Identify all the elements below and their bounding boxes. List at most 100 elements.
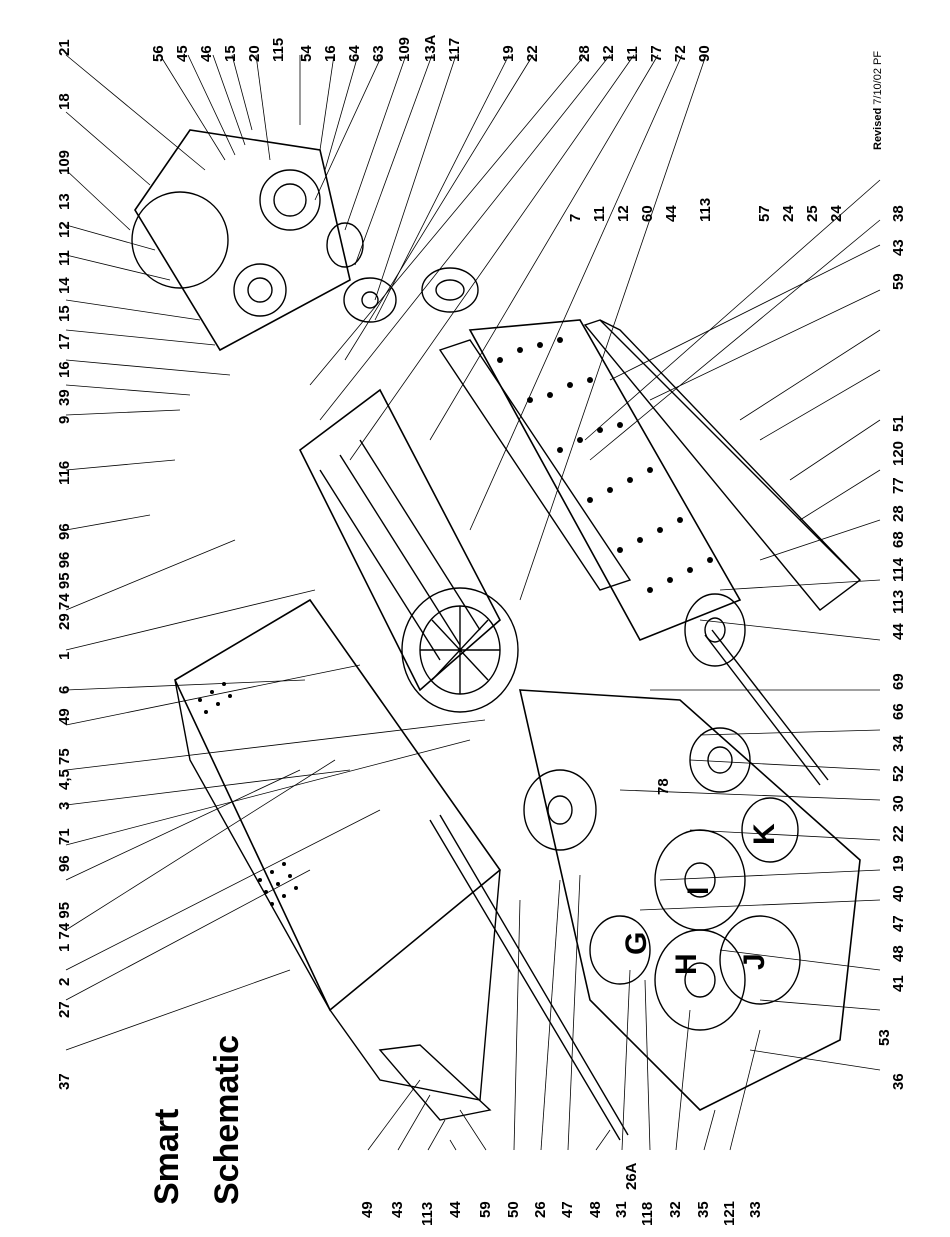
part-label: 46	[198, 45, 215, 62]
part-label: 4,5 75	[56, 748, 73, 790]
part-label: 74 95 96	[56, 551, 73, 610]
part-label: 41	[890, 975, 907, 992]
part-label: 2	[56, 977, 73, 986]
part-label: 15	[56, 305, 73, 322]
part-label: 1 74 95	[56, 901, 73, 952]
part-label: 25	[804, 205, 821, 222]
part-label: 77	[890, 477, 907, 494]
part-label: 44	[447, 1201, 464, 1218]
gear-label-g: G	[620, 931, 653, 955]
part-label: 48	[890, 945, 907, 962]
part-label: 45	[174, 45, 191, 62]
part-label: 6	[56, 685, 73, 694]
shafts	[429, 629, 829, 1141]
part-label: 24	[828, 205, 845, 222]
part-label: 113	[697, 197, 714, 222]
part-label: 109	[396, 36, 413, 62]
part-label: 120	[890, 440, 907, 466]
part-label: 11	[624, 46, 641, 62]
gear-label-i: I	[682, 886, 715, 895]
part-label: 26A	[623, 1162, 640, 1190]
part-label: 66	[890, 703, 907, 720]
part-label: 21	[56, 39, 73, 56]
pulleys	[326, 222, 479, 323]
part-label: 36	[890, 1073, 907, 1090]
part-label: 30	[890, 795, 907, 812]
part-label: 13A	[422, 34, 439, 62]
part-label: 49	[56, 708, 73, 725]
part-label: 13	[56, 193, 73, 210]
part-label: 60	[639, 205, 656, 222]
part-label: 7	[567, 213, 584, 222]
part-label: 59	[477, 1201, 494, 1218]
part-label: 47	[890, 915, 907, 932]
part-label: 43	[890, 239, 907, 256]
part-label: 114	[890, 557, 907, 582]
part-label: 57	[756, 205, 773, 222]
part-label: 43	[389, 1201, 406, 1218]
part-label: 12	[600, 45, 617, 62]
part-label: 31	[613, 1201, 630, 1218]
part-label: 11	[56, 250, 73, 266]
part-label: 39	[56, 389, 73, 406]
part-label: 78	[655, 778, 672, 795]
part-label: 77	[648, 45, 665, 62]
part-label: 38	[890, 205, 907, 222]
part-label: 44	[890, 623, 907, 640]
leader-lines-right	[584, 179, 881, 1071]
part-label: 118	[639, 1201, 656, 1226]
part-label: 44	[663, 205, 680, 222]
part-label: 69	[890, 673, 907, 690]
part-label: 51	[890, 415, 907, 432]
part-label: 116	[56, 460, 73, 485]
part-label: 28	[576, 45, 593, 62]
part-label: 32	[667, 1201, 684, 1218]
part-label: 17	[56, 333, 73, 350]
part-label: 48	[587, 1201, 604, 1218]
part-label: 16	[56, 361, 73, 378]
part-label: 22	[524, 45, 541, 62]
part-label: 33	[747, 1201, 764, 1218]
part-label: 63	[370, 45, 387, 62]
motor-housing-plate	[131, 129, 351, 352]
part-label: 40	[890, 885, 907, 902]
bottom-plate	[378, 1044, 492, 1121]
part-label: 18	[56, 93, 73, 110]
subtitle: Schematic	[208, 1034, 246, 1205]
part-label: 71	[56, 828, 73, 845]
part-label: 50	[505, 1201, 522, 1218]
part-label: 52	[890, 765, 907, 782]
motor-body	[298, 388, 519, 713]
leader-lines-bottom	[367, 874, 761, 1151]
part-label: 27	[56, 1001, 73, 1018]
part-label: 90	[696, 45, 713, 62]
part-label: 11	[591, 206, 608, 222]
part-label: 19	[890, 855, 907, 872]
part-label: 22	[890, 825, 907, 842]
part-label: 49	[359, 1201, 376, 1218]
part-label: 14	[56, 277, 73, 294]
part-label: 1	[56, 651, 73, 660]
part-label: 113	[419, 1201, 436, 1226]
part-label: 9	[56, 415, 73, 424]
part-label: 19	[500, 45, 517, 62]
part-label: 113	[890, 589, 907, 614]
part-label: 121	[721, 1200, 738, 1226]
part-label: 35	[695, 1201, 712, 1218]
part-label: 68	[890, 531, 907, 548]
revision-note: Revised 7/10/02 PF	[872, 51, 884, 150]
gear-label-h: H	[670, 953, 703, 975]
support-rail	[583, 319, 862, 611]
part-label: 96	[56, 523, 73, 540]
gearbox	[518, 689, 861, 1111]
part-label: 16	[322, 45, 339, 62]
leader-lines-top	[65, 54, 707, 1051]
title: Smart	[148, 1108, 186, 1205]
part-label: 34	[890, 735, 907, 752]
part-label: 72	[672, 45, 689, 62]
part-label: 53	[876, 1029, 893, 1046]
revision-prefix: Revised	[872, 107, 884, 150]
part-label: 59	[890, 273, 907, 290]
